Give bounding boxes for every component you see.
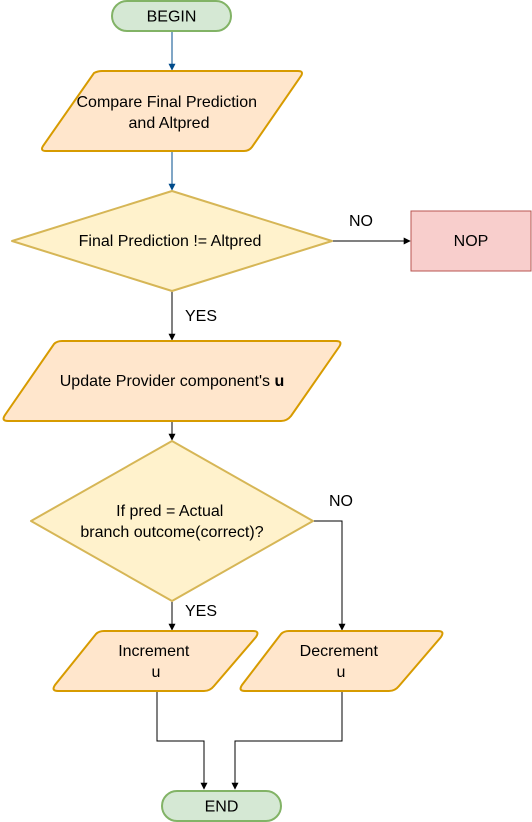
edge-increment-end: [156, 691, 208, 790]
decrement-node: [239, 630, 444, 692]
decrement-label-line2: u: [337, 664, 346, 681]
edge-label-d2-yes: YES: [185, 603, 217, 620]
update-label-bold: u: [274, 373, 284, 390]
compare-label-line1: Compare Final Prediction: [77, 94, 258, 111]
decision1-label: Final Prediction != Altpred: [79, 233, 262, 250]
compare-node: [41, 70, 303, 152]
compare-label: Compare Final Prediction and Altpred: [77, 94, 262, 132]
begin-terminal: [111, 0, 232, 32]
edge-decision2-decrement: [313, 520, 346, 631]
compare-label-line2: and Altpred: [129, 115, 210, 132]
begin-label: BEGIN: [147, 9, 197, 26]
decrement-label: Decrement u: [300, 643, 383, 681]
increment-label-line2: u: [152, 664, 161, 681]
edge-decrement-end: [231, 691, 343, 790]
decision1-diamond: [11, 190, 333, 292]
edge-label-d2-no: NO: [329, 493, 353, 510]
edge-label-d1-no: NO: [349, 213, 373, 230]
decision2-label: If pred = Actual branch outcome(correct)…: [80, 503, 263, 541]
end-terminal: [161, 790, 282, 822]
decision2-label-line1: If pred = Actual: [116, 503, 223, 520]
end-label: END: [205, 799, 239, 816]
update-label-text: Update Provider component's: [60, 373, 275, 390]
edge-label-d1-yes: YES: [185, 308, 217, 325]
update-node: [2, 340, 342, 422]
decision2-label-line2: branch outcome(correct)?: [80, 524, 263, 541]
nop-label: NOP: [454, 233, 489, 250]
increment-label-line1: Increment: [118, 643, 190, 660]
update-label: Update Provider component's u: [60, 373, 285, 390]
decision2-diamond: [30, 440, 314, 602]
decrement-label-line1: Decrement: [300, 643, 379, 660]
increment-label: Increment u: [118, 643, 194, 681]
nop-node: [410, 210, 532, 272]
increment-node: [52, 630, 259, 692]
